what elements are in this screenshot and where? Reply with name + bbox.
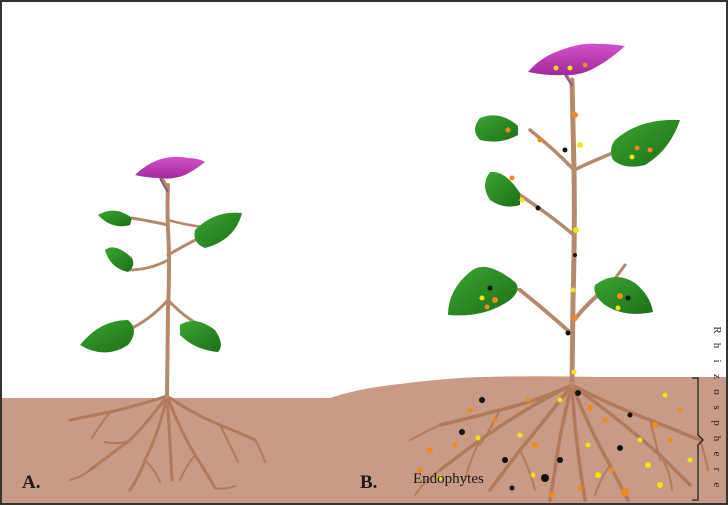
rhizosphere-letter: z [711, 374, 723, 379]
panel-b-label: B. [360, 472, 377, 493]
rhizosphere-letter: i [711, 359, 723, 362]
rhizosphere-letter: o [711, 389, 723, 395]
rhizosphere-letter: r [711, 468, 723, 472]
rhizosphere-letter: h [711, 436, 723, 442]
rhizosphere-letter: e [711, 452, 723, 457]
rhizosphere-letter: s [711, 405, 723, 409]
endophytes-label: Endophytes [413, 471, 484, 487]
rhizosphere-letter: p [711, 420, 723, 426]
rhizosphere-letter: h [711, 343, 723, 349]
rhizosphere-letter: e [711, 483, 723, 488]
rhizosphere-letter: R [711, 326, 723, 334]
panel-a-label: A. [22, 472, 40, 493]
